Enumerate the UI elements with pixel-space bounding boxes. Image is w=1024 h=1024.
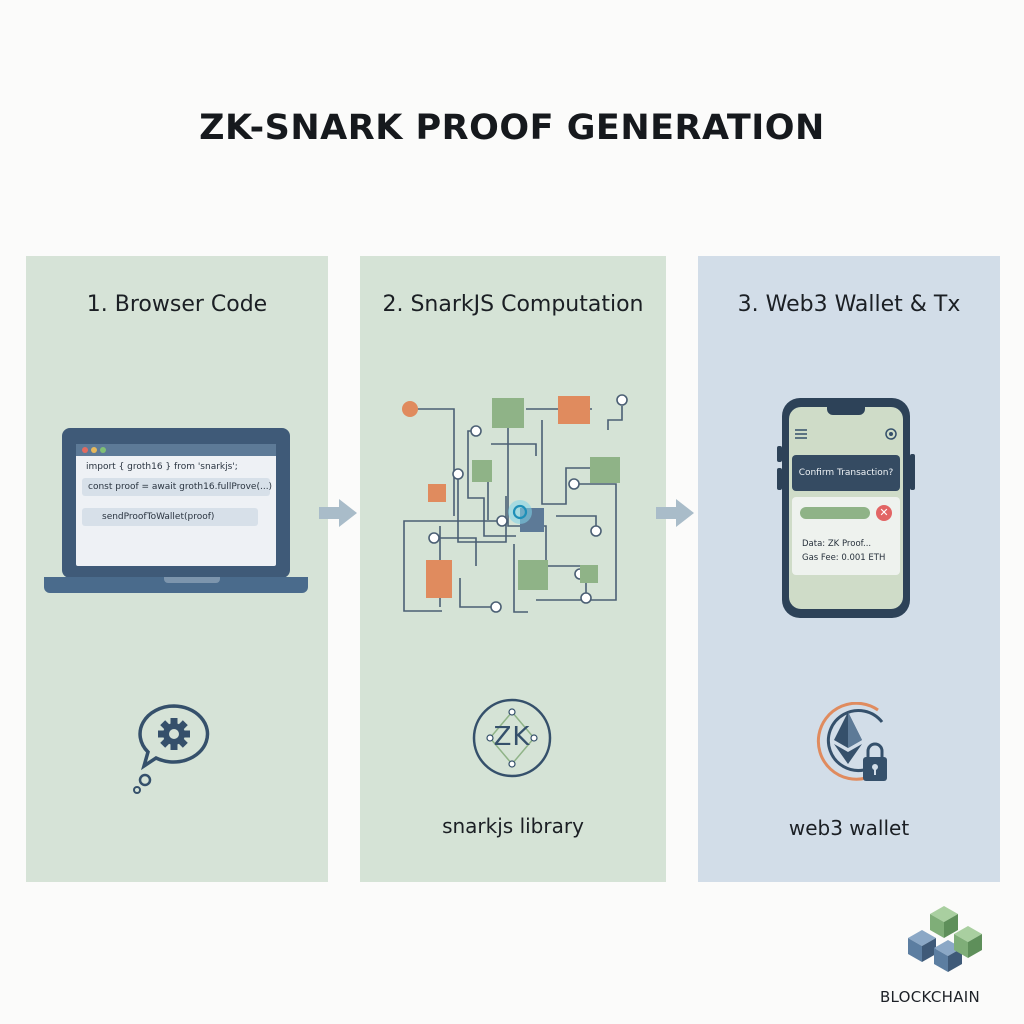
- menu-icon: [795, 429, 807, 439]
- zk-badge-text: ZK: [493, 722, 531, 752]
- panel-web3-wallet: 3. Web3 Wallet & Tx Confirm Transaction?…: [698, 256, 1000, 882]
- tx-gas-line: Gas Fee: 0.001 ETH: [802, 553, 886, 563]
- circuit-network-icon: [402, 394, 628, 613]
- panel-snarkjs-computation: 2. SnarkJS Computation: [360, 256, 666, 882]
- laptop-icon: import { groth16 } from 'snarkjs'; const…: [44, 426, 308, 596]
- gear-speech-bubble-icon: [133, 704, 210, 794]
- transaction-details: ✕ Data: ZK Proof... Gas Fee: 0.001 ETH: [792, 497, 900, 575]
- code-line: const proof = await groth16.fullProve(..…: [82, 478, 272, 496]
- zk-badge-icon: [472, 698, 552, 778]
- panel-caption: snarkjs library: [442, 814, 584, 838]
- confirm-button[interactable]: [800, 507, 870, 519]
- panel-caption: web3 wallet: [788, 816, 910, 840]
- cubes-icon: [908, 906, 982, 972]
- logo-label: BLOCKCHAIN: [879, 988, 981, 1006]
- panel-heading: 1. Browser Code: [86, 292, 268, 317]
- confirm-dialog-title: Confirm Transaction?: [792, 455, 900, 491]
- tx-data-line: Data: ZK Proof...: [802, 539, 872, 549]
- arrow-right-icon: [319, 499, 357, 527]
- panel-heading: 3. Web3 Wallet & Tx: [737, 292, 961, 317]
- code-line: import { groth16 } from 'snarkjs';: [86, 462, 238, 472]
- smartphone-icon: Confirm Transaction? ✕ Data: ZK Proof...…: [777, 398, 915, 618]
- code-editor: import { groth16 } from 'snarkjs'; const…: [76, 444, 276, 566]
- panel-browser-code: 1. Browser Code import { groth16 } from …: [26, 256, 328, 882]
- diagram-title: ZK-SNARK PROOF GENERATION: [199, 108, 825, 148]
- ethereum-lock-icon: [816, 702, 887, 781]
- power-icon: [885, 428, 897, 440]
- close-icon[interactable]: ✕: [876, 505, 892, 521]
- arrow-right-icon: [656, 499, 694, 527]
- code-line: sendProofToWallet(proof): [82, 508, 258, 526]
- panel-heading: 2. SnarkJS Computation: [382, 292, 644, 317]
